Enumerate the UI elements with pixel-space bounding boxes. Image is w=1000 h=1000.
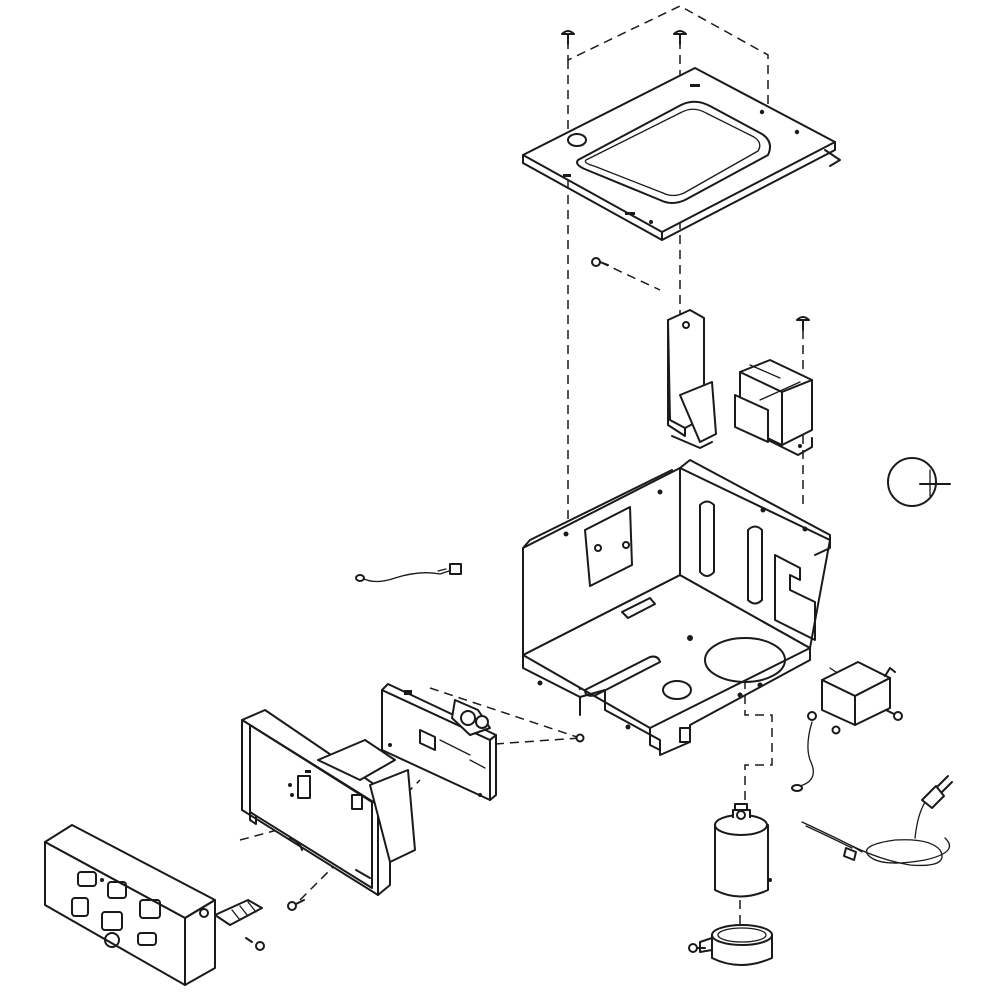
transformer — [734, 359, 813, 456]
electronic-control-board — [381, 683, 497, 801]
wire-harness — [355, 563, 462, 583]
keypad-overlay — [44, 824, 263, 986]
control-panel-housing — [241, 709, 416, 896]
screw — [673, 30, 687, 45]
screw — [591, 257, 609, 267]
ground-wire — [791, 711, 817, 792]
capacitor-strap — [699, 924, 773, 966]
control-box-chassis — [522, 459, 831, 756]
screw — [831, 725, 841, 735]
screw — [575, 733, 585, 743]
circle-callout — [887, 457, 951, 507]
mounting-bracket — [667, 309, 717, 449]
screw — [688, 943, 706, 953]
filter-module — [821, 661, 896, 726]
screw — [245, 937, 265, 951]
screw — [561, 30, 575, 45]
capacitor — [714, 803, 772, 898]
screw — [287, 899, 305, 911]
screw — [885, 709, 903, 721]
screw — [796, 316, 810, 331]
power-cord — [801, 775, 953, 867]
top-cover-plate — [522, 67, 841, 241]
